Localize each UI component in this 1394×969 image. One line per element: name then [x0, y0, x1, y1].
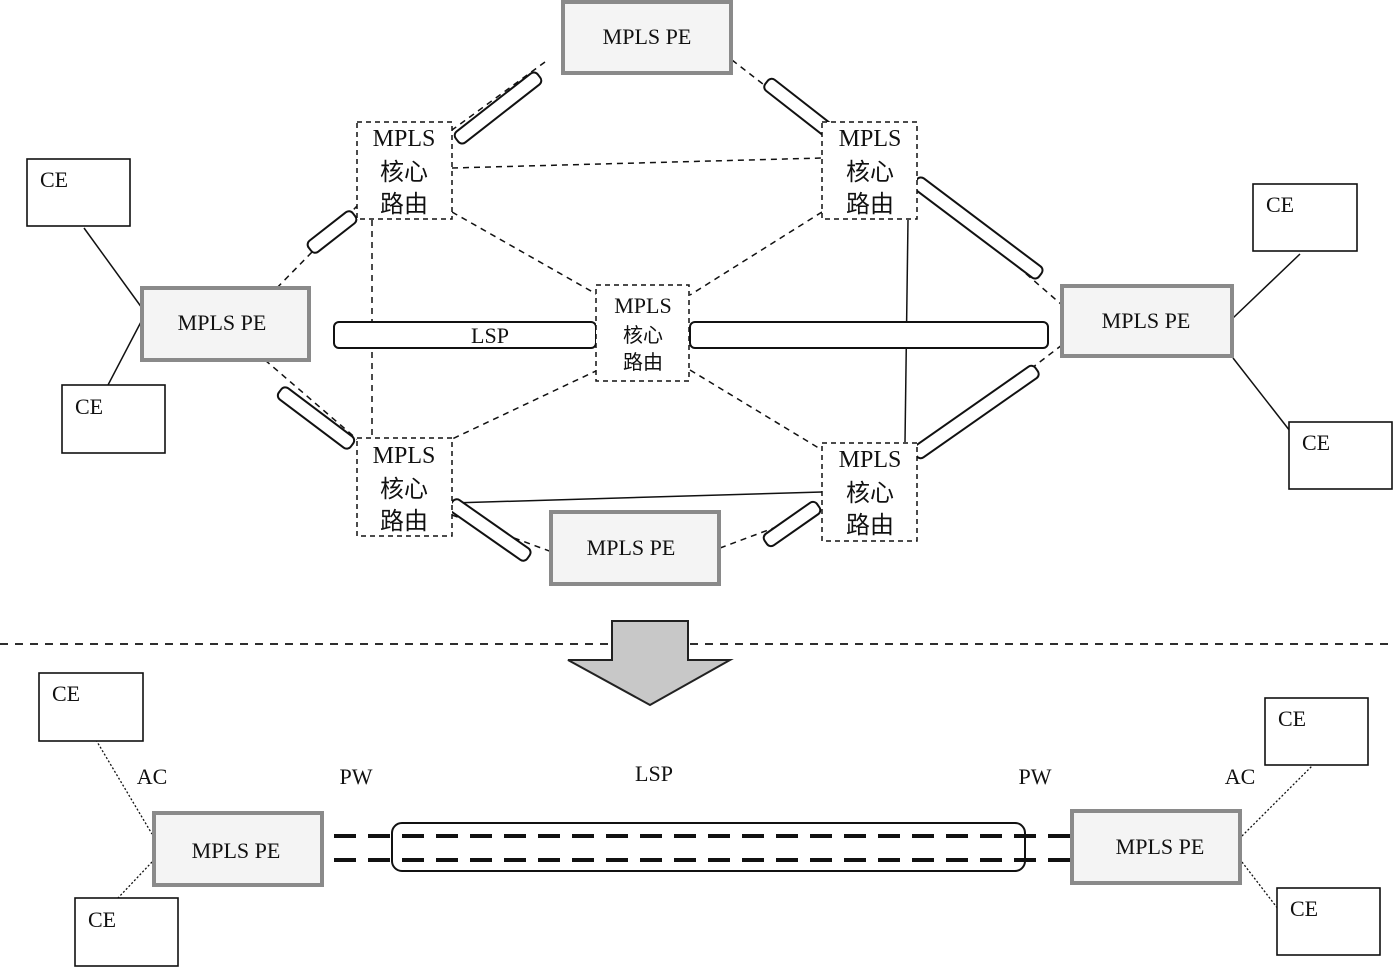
svg-text:路由: 路由: [623, 350, 663, 374]
svg-text:MPLS: MPLS: [373, 443, 436, 469]
tunnel-capsule: [448, 498, 532, 562]
top-solid-links: [83, 219, 1301, 504]
ce-top-right-1: CE: [1252, 183, 1358, 252]
svg-text:MPLS: MPLS: [373, 126, 436, 152]
tunnel-capsule: [912, 176, 1044, 280]
svg-text:MPLS PE: MPLS PE: [192, 838, 281, 863]
core-router-top-right: MPLS 核心 路由: [821, 121, 918, 220]
tunnel-capsule: [306, 210, 358, 254]
tunnel-capsule: [276, 386, 356, 450]
svg-text:路由: 路由: [380, 190, 428, 218]
svg-text:MPLS PE: MPLS PE: [1116, 834, 1205, 859]
core-router-top-left: MPLS 核心 路由: [356, 121, 453, 220]
core-router-center: MPLS 核心 路由: [595, 284, 690, 382]
svg-text:MPLS PE: MPLS PE: [1102, 308, 1191, 333]
pe-right: MPLS PE: [1060, 284, 1234, 358]
svg-text:CE: CE: [1290, 896, 1318, 921]
svg-text:核心: 核心: [380, 158, 428, 186]
pe-bottom-left: MPLS PE: [152, 811, 324, 887]
svg-text:CE: CE: [88, 907, 116, 932]
ac-label-left: AC: [137, 764, 168, 789]
svg-text:CE: CE: [1278, 706, 1306, 731]
svg-text:MPLS PE: MPLS PE: [603, 24, 692, 49]
svg-text:MPLS PE: MPLS PE: [178, 310, 267, 335]
pe-left: MPLS PE: [140, 286, 311, 362]
ce-bottom-left-2: CE: [74, 897, 179, 967]
svg-text:CE: CE: [1266, 192, 1294, 217]
svg-text:路由: 路由: [846, 190, 894, 218]
pe-bottom: MPLS PE: [549, 510, 721, 586]
svg-text:核心: 核心: [380, 475, 428, 503]
svg-text:核心: 核心: [846, 479, 894, 507]
core-router-bottom-right: MPLS 核心 路由: [821, 442, 918, 542]
ce-bottom-left-1: CE: [38, 672, 144, 742]
pw-label-right: PW: [1019, 764, 1052, 789]
ce-top-left-2: CE: [61, 384, 166, 454]
svg-text:核心: 核心: [846, 158, 894, 186]
ce-top-left-1: CE: [26, 158, 131, 227]
pe-top: MPLS PE: [561, 0, 733, 75]
tunnel-capsule: [453, 71, 543, 145]
svg-text:路由: 路由: [380, 507, 428, 535]
lsp-tunnel-bottom: [391, 822, 1026, 872]
svg-text:路由: 路由: [846, 511, 894, 539]
svg-text:MPLS: MPLS: [614, 293, 671, 318]
svg-text:CE: CE: [52, 681, 80, 706]
ce-bottom-right-2: CE: [1276, 887, 1381, 956]
svg-text:CE: CE: [1302, 430, 1330, 455]
lsp-tunnel: LSP: [333, 321, 1049, 349]
svg-text:MPLS: MPLS: [839, 447, 902, 473]
pw-label-left: PW: [340, 764, 373, 789]
ac-label-right: AC: [1225, 764, 1256, 789]
ce-top-right-2: CE: [1288, 421, 1393, 490]
svg-text:MPLS: MPLS: [839, 126, 902, 152]
top-tunnels: [276, 71, 1044, 562]
lsp-label: LSP: [471, 323, 509, 348]
svg-text:核心: 核心: [623, 323, 663, 347]
pseudowire-lines: [334, 834, 1070, 862]
pe-bottom-right: MPLS PE: [1070, 809, 1242, 885]
lsp-label-bottom: LSP: [635, 761, 673, 786]
svg-text:CE: CE: [40, 167, 68, 192]
tunnel-capsule: [912, 364, 1040, 460]
svg-text:CE: CE: [75, 394, 103, 419]
tunnel-capsule: [762, 500, 822, 548]
down-arrow-icon: [567, 620, 734, 707]
ce-bottom-right-1: CE: [1264, 697, 1369, 766]
core-router-bottom-left: MPLS 核心 路由: [356, 437, 453, 537]
bottom-ac-links: [95, 739, 1313, 919]
svg-text:MPLS PE: MPLS PE: [587, 535, 676, 560]
